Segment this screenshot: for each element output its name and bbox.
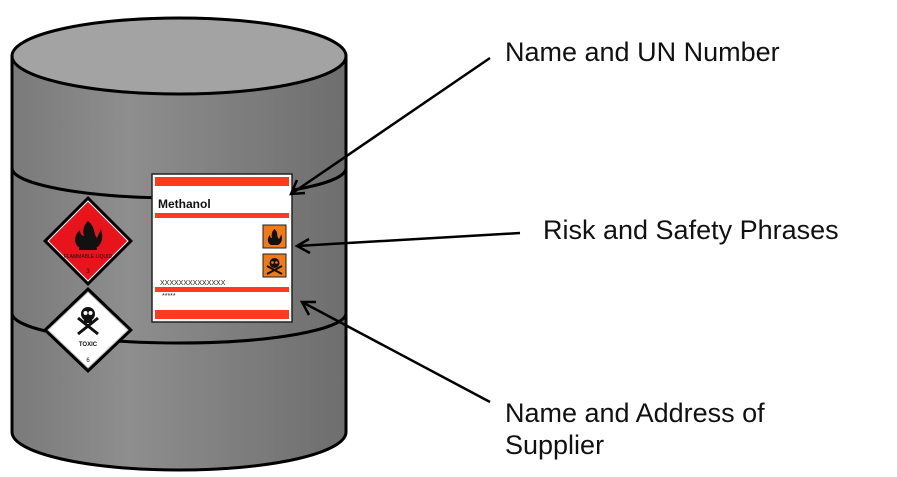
label-placeholder-line-2: *****: [162, 293, 176, 300]
arrowhead-name-un: [289, 179, 306, 196]
label-placeholder-line-1: XXXXXXXXXXXXXX: [160, 280, 226, 287]
skull-crossbones-icon: [77, 307, 99, 336]
flame-icon: [75, 221, 103, 248]
arrowhead-risk: [294, 237, 311, 255]
callout-name-un-number: Name and UN Number: [505, 37, 780, 67]
toxic-class-number: 6: [86, 358, 90, 364]
label-divider-lower: [155, 287, 289, 292]
label-divider-upper: [155, 213, 289, 218]
drum-hoop-lower: [10, 312, 348, 345]
flammable-placard-text: FLAMMABLE LIQUID: [64, 254, 113, 260]
callout-risk-safety-phrases: Risk and Safety Phrases: [543, 215, 839, 245]
arrow-risk: [296, 231, 521, 248]
arrow-name-un: [290, 56, 491, 196]
callout-supplier: Name and Address of Supplier: [505, 398, 765, 460]
hazard-symbol-toxic: [262, 253, 287, 278]
flame-icon: [267, 229, 282, 245]
product-name: Methanol: [158, 197, 211, 211]
arrowhead-supplier: [299, 300, 316, 316]
hazard-symbol-flammable: [262, 224, 287, 249]
toxic-placard: TOXIC 6: [43, 287, 133, 373]
drum-top: [10, 16, 348, 96]
callout-arrows: [289, 56, 521, 404]
flammable-class-number: 3: [86, 269, 90, 275]
label-bottom-stripe: [155, 310, 289, 319]
label-top-stripe: [155, 177, 289, 186]
skull-crossbones-icon: [266, 258, 283, 275]
hazard-label: Methanol XXXXXXXXXXXXXX *****: [151, 173, 293, 323]
arrow-supplier: [301, 300, 491, 404]
toxic-placard-text: TOXIC: [79, 342, 98, 348]
flammable-placard: FLAMMABLE LIQUID 3: [43, 196, 133, 286]
